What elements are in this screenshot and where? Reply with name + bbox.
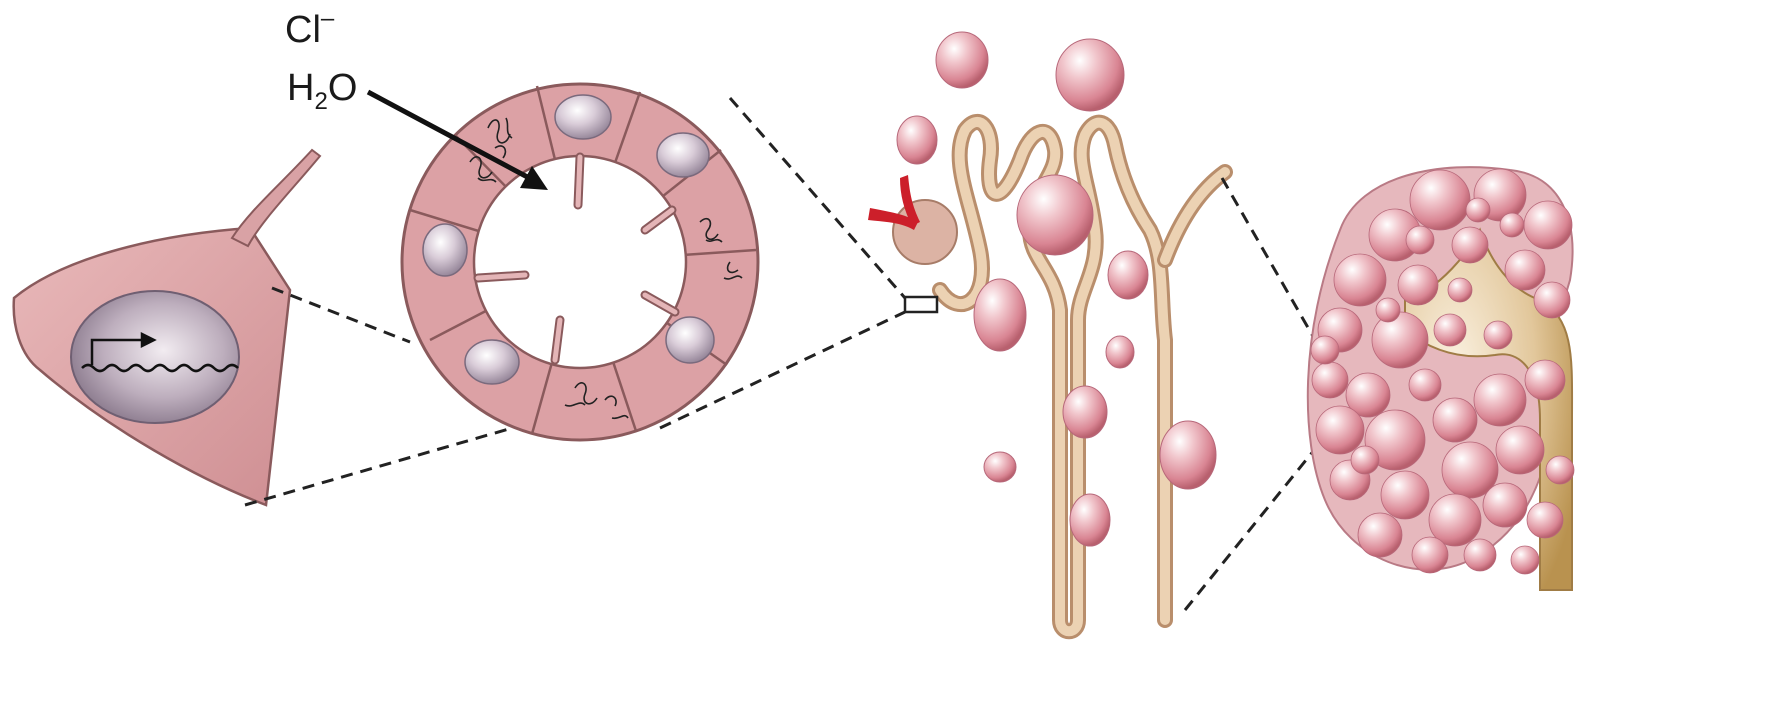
kidney-cyst — [1483, 483, 1527, 527]
kidney-cyst — [1525, 360, 1565, 400]
kidney-cyst — [1534, 282, 1570, 318]
kidney-cyst — [1410, 170, 1470, 230]
polycystic-kidney — [1308, 167, 1574, 590]
kidney-cyst — [1527, 502, 1563, 538]
kidney-cyst — [1312, 362, 1348, 398]
kidney-cyst — [1381, 471, 1429, 519]
kidney-cyst — [1409, 369, 1441, 401]
ion-label: Cl– — [285, 5, 335, 51]
blood-vessel-icon — [868, 175, 920, 230]
kidney-cyst — [1376, 298, 1400, 322]
kidney-cyst — [1406, 226, 1434, 254]
kidney-cyst — [1358, 513, 1402, 557]
kidney-cyst — [1464, 539, 1496, 571]
kidney-cyst — [1448, 278, 1472, 302]
kidney-cyst — [1351, 446, 1379, 474]
kidney-cyst — [1311, 336, 1339, 364]
kidney-cyst — [1511, 546, 1539, 574]
kidney-cyst — [1334, 254, 1386, 306]
kidney-cyst — [1496, 426, 1544, 474]
kidney-cyst — [1505, 250, 1545, 290]
kidney-cyst — [1474, 374, 1526, 426]
primary-cilium — [232, 150, 320, 246]
water-label: H2O — [287, 67, 357, 115]
kidney-cyst — [1398, 265, 1438, 305]
kidney-cyst — [1434, 314, 1466, 346]
kidney-cyst — [1466, 198, 1490, 222]
kidney-cyst — [1412, 537, 1448, 573]
kidney-cyst — [1524, 201, 1572, 249]
kidney-cyst — [1500, 213, 1524, 237]
zoom-marker — [905, 297, 937, 312]
nephron — [868, 32, 1225, 631]
kidney-cyst — [1433, 398, 1477, 442]
kidney-cyst — [1484, 321, 1512, 349]
kidney-cyst — [1546, 456, 1574, 484]
kidney-cyst — [1316, 406, 1364, 454]
cell-nucleus — [71, 291, 239, 423]
kidney-cyst — [1372, 312, 1428, 368]
epithelial-cell — [14, 150, 320, 505]
kidney-cyst — [1452, 227, 1488, 263]
